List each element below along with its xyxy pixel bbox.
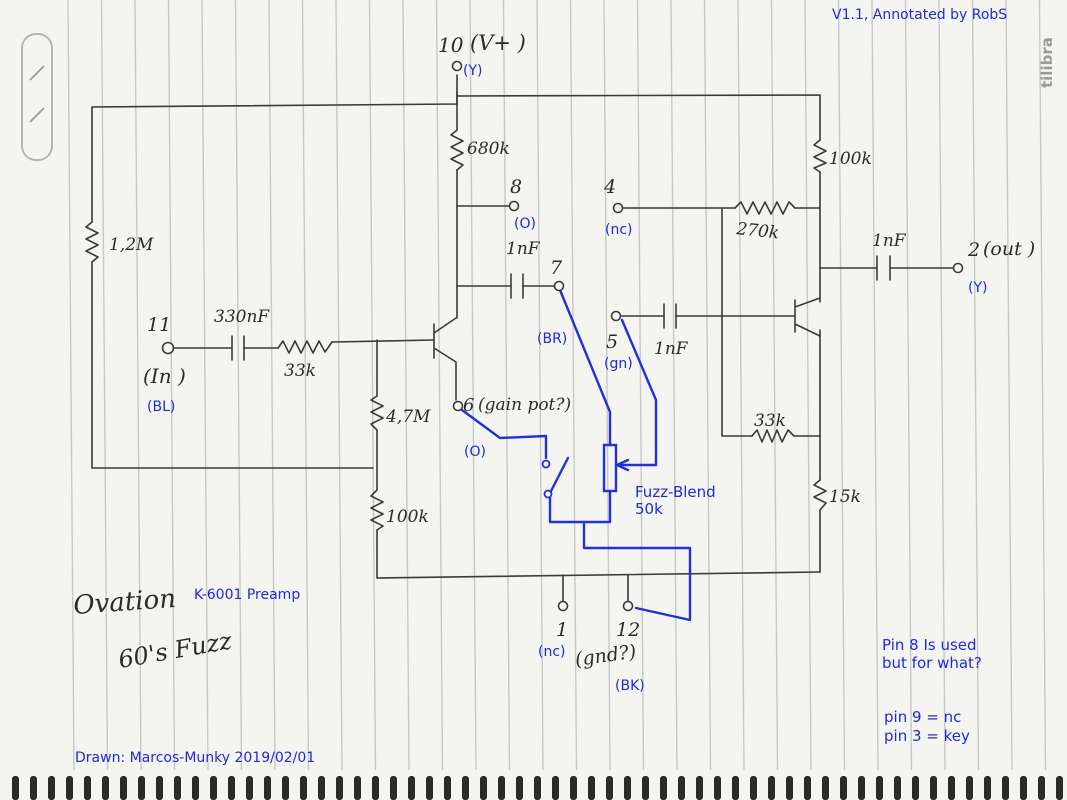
- pin-2: [952, 262, 964, 274]
- pin-12-color: (BK): [615, 678, 645, 694]
- fuzz-blend-label: Fuzz-Blend: [635, 483, 716, 501]
- capacitor-1nf-a: [510, 273, 524, 299]
- label-4m7: 4,7M: [385, 407, 431, 427]
- switch-contact-top: [541, 459, 551, 469]
- pin-11-color: (BL): [147, 399, 175, 415]
- pin-7-color: (BR): [537, 331, 567, 347]
- note-pin8-line2: but for what?: [882, 654, 982, 672]
- pin-4-number: 4: [603, 176, 616, 198]
- fuzz-blend-potentiometer: [602, 443, 630, 493]
- label-33k-feedback: 33k: [754, 411, 786, 431]
- ovation-title: Ovation: [72, 584, 177, 621]
- pin-8-number: 8: [510, 176, 522, 198]
- pin-11-number: 11: [147, 314, 171, 336]
- wiring: [91, 74, 956, 603]
- pin-5-number: 5: [606, 331, 618, 353]
- note-pin8-line1: Pin 8 Is used: [882, 636, 977, 654]
- resistor-100k-bottom: [370, 489, 384, 531]
- label-1nf-out: 1nF: [872, 231, 907, 251]
- resistor-33k-feedback: [751, 429, 795, 443]
- label-15k: 15k: [829, 487, 861, 507]
- resistor-1m2: [85, 221, 99, 263]
- label-100k-bottom: 100k: [386, 507, 429, 527]
- pin-10: [451, 60, 463, 72]
- pin-11-label: (In ): [143, 364, 186, 388]
- pin-6: [452, 400, 464, 412]
- binder-hole-icon: [21, 33, 53, 161]
- pin-7-number: 7: [550, 257, 563, 279]
- capacitor-1nf-b: [663, 303, 677, 329]
- pin-4: [612, 202, 624, 214]
- pin-8: [508, 200, 520, 212]
- pin-5: [610, 310, 622, 322]
- resistor-100k-top: [813, 139, 827, 173]
- capacitor-1nf-out: [876, 255, 891, 281]
- label-1m2: 1,2M: [109, 235, 154, 255]
- label-33k-input: 33k: [284, 361, 316, 381]
- pin-10-number: 10: [438, 33, 464, 57]
- resistor-4m7: [370, 395, 384, 431]
- pin-12: [622, 600, 634, 612]
- drawn-by: Drawn: Marcos-Munky 2019/02/01: [75, 750, 315, 766]
- fuzz-blend-value: 50k: [635, 500, 663, 518]
- pin-12-number: 12: [616, 619, 640, 641]
- resistor-15k: [813, 479, 827, 511]
- label-680k: 680k: [467, 139, 510, 159]
- resistor-680k: [450, 129, 464, 171]
- note-pin9: pin 9 = nc: [884, 708, 961, 726]
- pin-6-label-number: 6: [463, 395, 474, 416]
- pin-4-color: (nc): [605, 222, 633, 238]
- pin-2-color: (Y): [968, 280, 987, 296]
- blue-annotation-wiring: [460, 288, 692, 622]
- pin-11: [161, 341, 175, 355]
- pin-2-number: 2: [967, 239, 980, 261]
- pin-5-color: (gn): [604, 356, 633, 372]
- pin-1-color: (nc): [538, 644, 566, 660]
- version-note: V1.1, Annotated by RobS: [832, 7, 1007, 23]
- pin-6-label: (gain pot?): [478, 395, 571, 415]
- switch-contact-bottom: [543, 489, 553, 499]
- notebook-rules: [67, 0, 1047, 771]
- pin-10-color: (Y): [463, 63, 482, 79]
- label-1nf-b: 1nF: [654, 339, 689, 359]
- pin-1: [557, 600, 569, 612]
- pin-7: [553, 280, 565, 292]
- spiral-binding-icon: [12, 776, 1063, 800]
- pin-6-color: (O): [464, 444, 486, 460]
- pin-8-color: (O): [514, 216, 536, 232]
- label-1nf-a: 1nF: [506, 239, 541, 259]
- brand-logo: tilibra: [1038, 37, 1056, 88]
- label-330nf: 330nF: [214, 307, 270, 327]
- resistor-270k: [734, 201, 796, 215]
- note-pin3: pin 3 = key: [884, 727, 970, 745]
- model-label: K-6001 Preamp: [194, 587, 300, 603]
- resistor-33k-input: [277, 340, 333, 354]
- pin-10-label: (V+ ): [470, 31, 526, 55]
- label-100k-top: 100k: [829, 149, 872, 169]
- capacitor-330nf: [231, 335, 245, 361]
- pin-2-label: (out ): [983, 238, 1035, 260]
- pin-1-number: 1: [556, 619, 568, 641]
- label-270k: 270k: [734, 219, 780, 243]
